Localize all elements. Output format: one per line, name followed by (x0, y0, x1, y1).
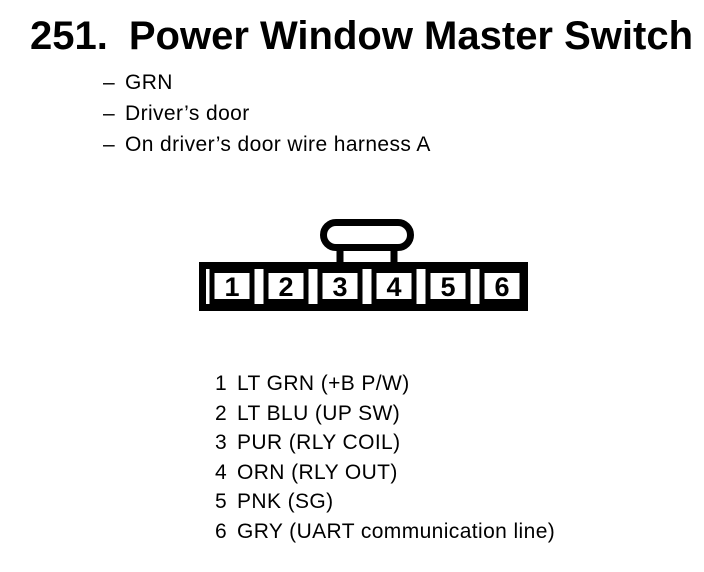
connector-diagram: 1 2 3 4 5 6 (199, 219, 528, 311)
dash-bullet: – (103, 102, 116, 125)
pin-description: LT GRN (+B P/W) (237, 372, 410, 395)
dash-bullet: – (103, 71, 116, 94)
pin-row: 1 LT GRN (+B P/W) (215, 369, 555, 399)
section-title: Power Window Master Switch (128, 14, 694, 58)
pin-row: 3 PUR (RLY COIL) (215, 428, 555, 458)
page-title: 251. Power Window Master Switch (30, 14, 693, 59)
pin-cavity (425, 268, 471, 304)
pin-row: 6 GRY (UART communication line) (215, 517, 555, 547)
pin-number: 5 (215, 490, 228, 513)
pin-row: 4 ORN (RLY OUT) (215, 458, 555, 488)
pin-cavity (479, 268, 525, 304)
pin-list: 1 LT GRN (+B P/W) 2 LT BLU (UP SW) 3 PUR (R… (215, 369, 555, 546)
pin-description: GRY (UART communication line) (237, 519, 556, 543)
pin-cavity-number: 4 (386, 272, 401, 302)
pin-description: PNK (SG) (237, 490, 334, 513)
pin-cavity (263, 268, 309, 304)
pin-cavity (209, 268, 255, 304)
pin-cavity-number: 2 (278, 272, 293, 302)
pin-number: 4 (215, 460, 228, 484)
pin-cavity-number: 3 (332, 272, 347, 302)
component-notes: –GRN –Driver’s door –On driver’s door wi… (103, 67, 431, 160)
pin-description: ORN (RLY OUT) (237, 460, 398, 484)
pin-cavity-number: 6 (494, 272, 509, 302)
pin-cavity (371, 268, 417, 304)
pin-number: 3 (215, 431, 228, 454)
note-line: –GRN (103, 67, 431, 98)
note-line: –Driver’s door (103, 98, 431, 129)
note-line: –On driver’s door wire harness A (103, 129, 431, 160)
pin-number: 1 (215, 372, 228, 395)
note-text: On driver’s door wire harness A (125, 133, 431, 156)
pin-row: 5 PNK (SG) (215, 487, 555, 517)
pin-cavity (317, 268, 363, 304)
pin-cavity-number: 1 (224, 272, 239, 302)
pin-description: LT BLU (UP SW) (237, 401, 401, 425)
pin-cavity-number: 5 (440, 272, 455, 302)
pin-description: PUR (RLY COIL) (237, 431, 401, 454)
pin-number: 2 (215, 401, 228, 425)
dash-bullet: – (103, 133, 116, 156)
note-text: GRN (125, 71, 173, 94)
pin-number: 6 (215, 519, 228, 543)
note-text: Driver’s door (125, 102, 250, 125)
pin-row: 2 LT BLU (UP SW) (215, 399, 555, 429)
section-number: 251. (30, 14, 108, 58)
latch-tab (320, 219, 414, 251)
